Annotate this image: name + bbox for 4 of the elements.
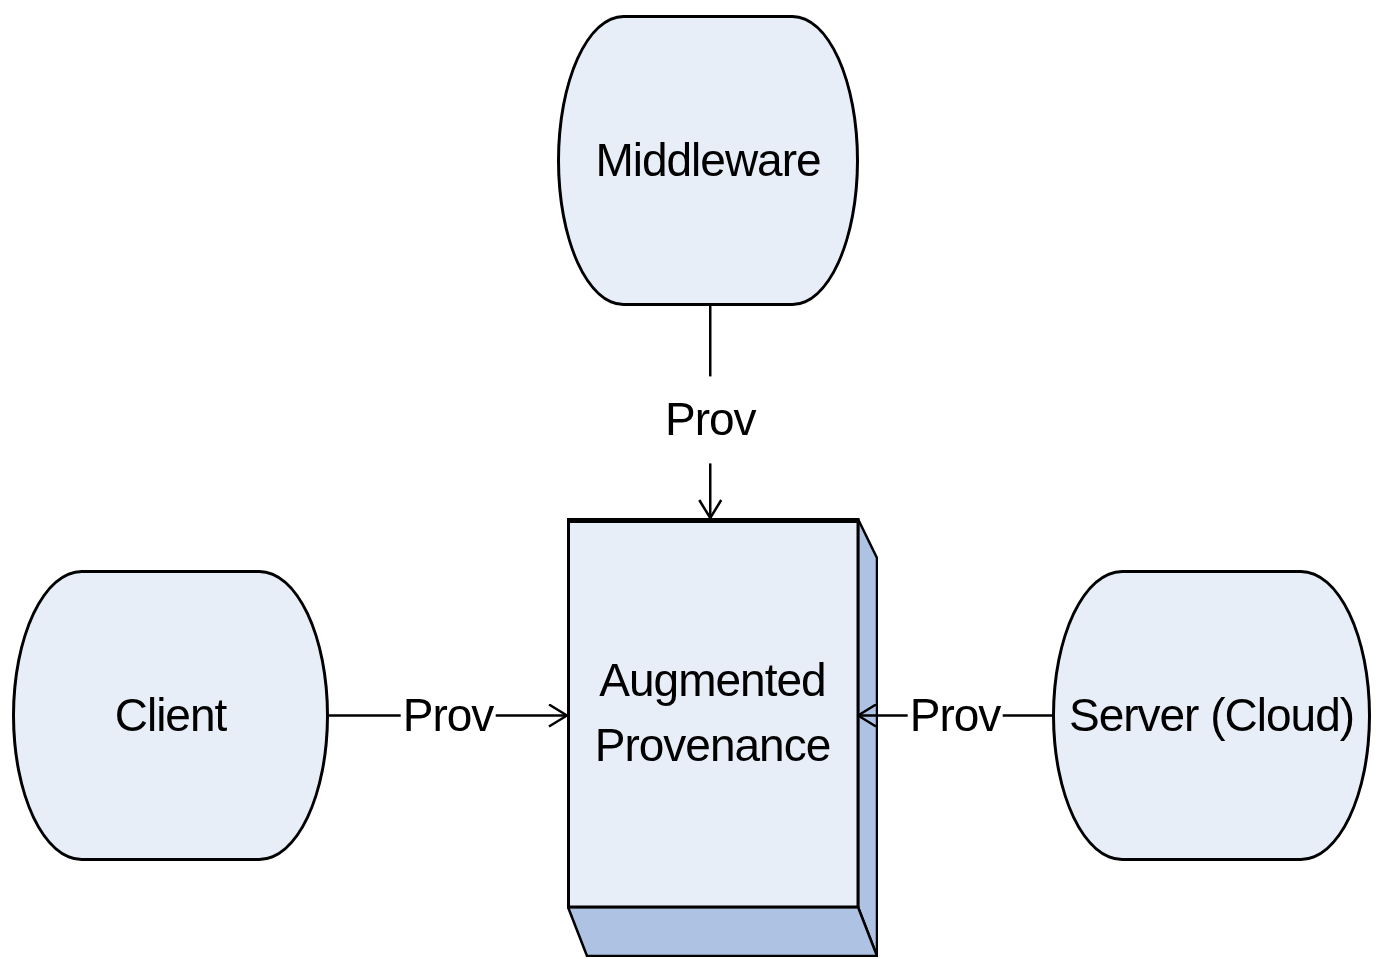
- node-label: Server (Cloud): [1068, 688, 1355, 744]
- node-label: Client: [114, 688, 227, 744]
- node-label: Middleware: [595, 133, 821, 189]
- node-label: Augmented Provenance: [593, 653, 832, 773]
